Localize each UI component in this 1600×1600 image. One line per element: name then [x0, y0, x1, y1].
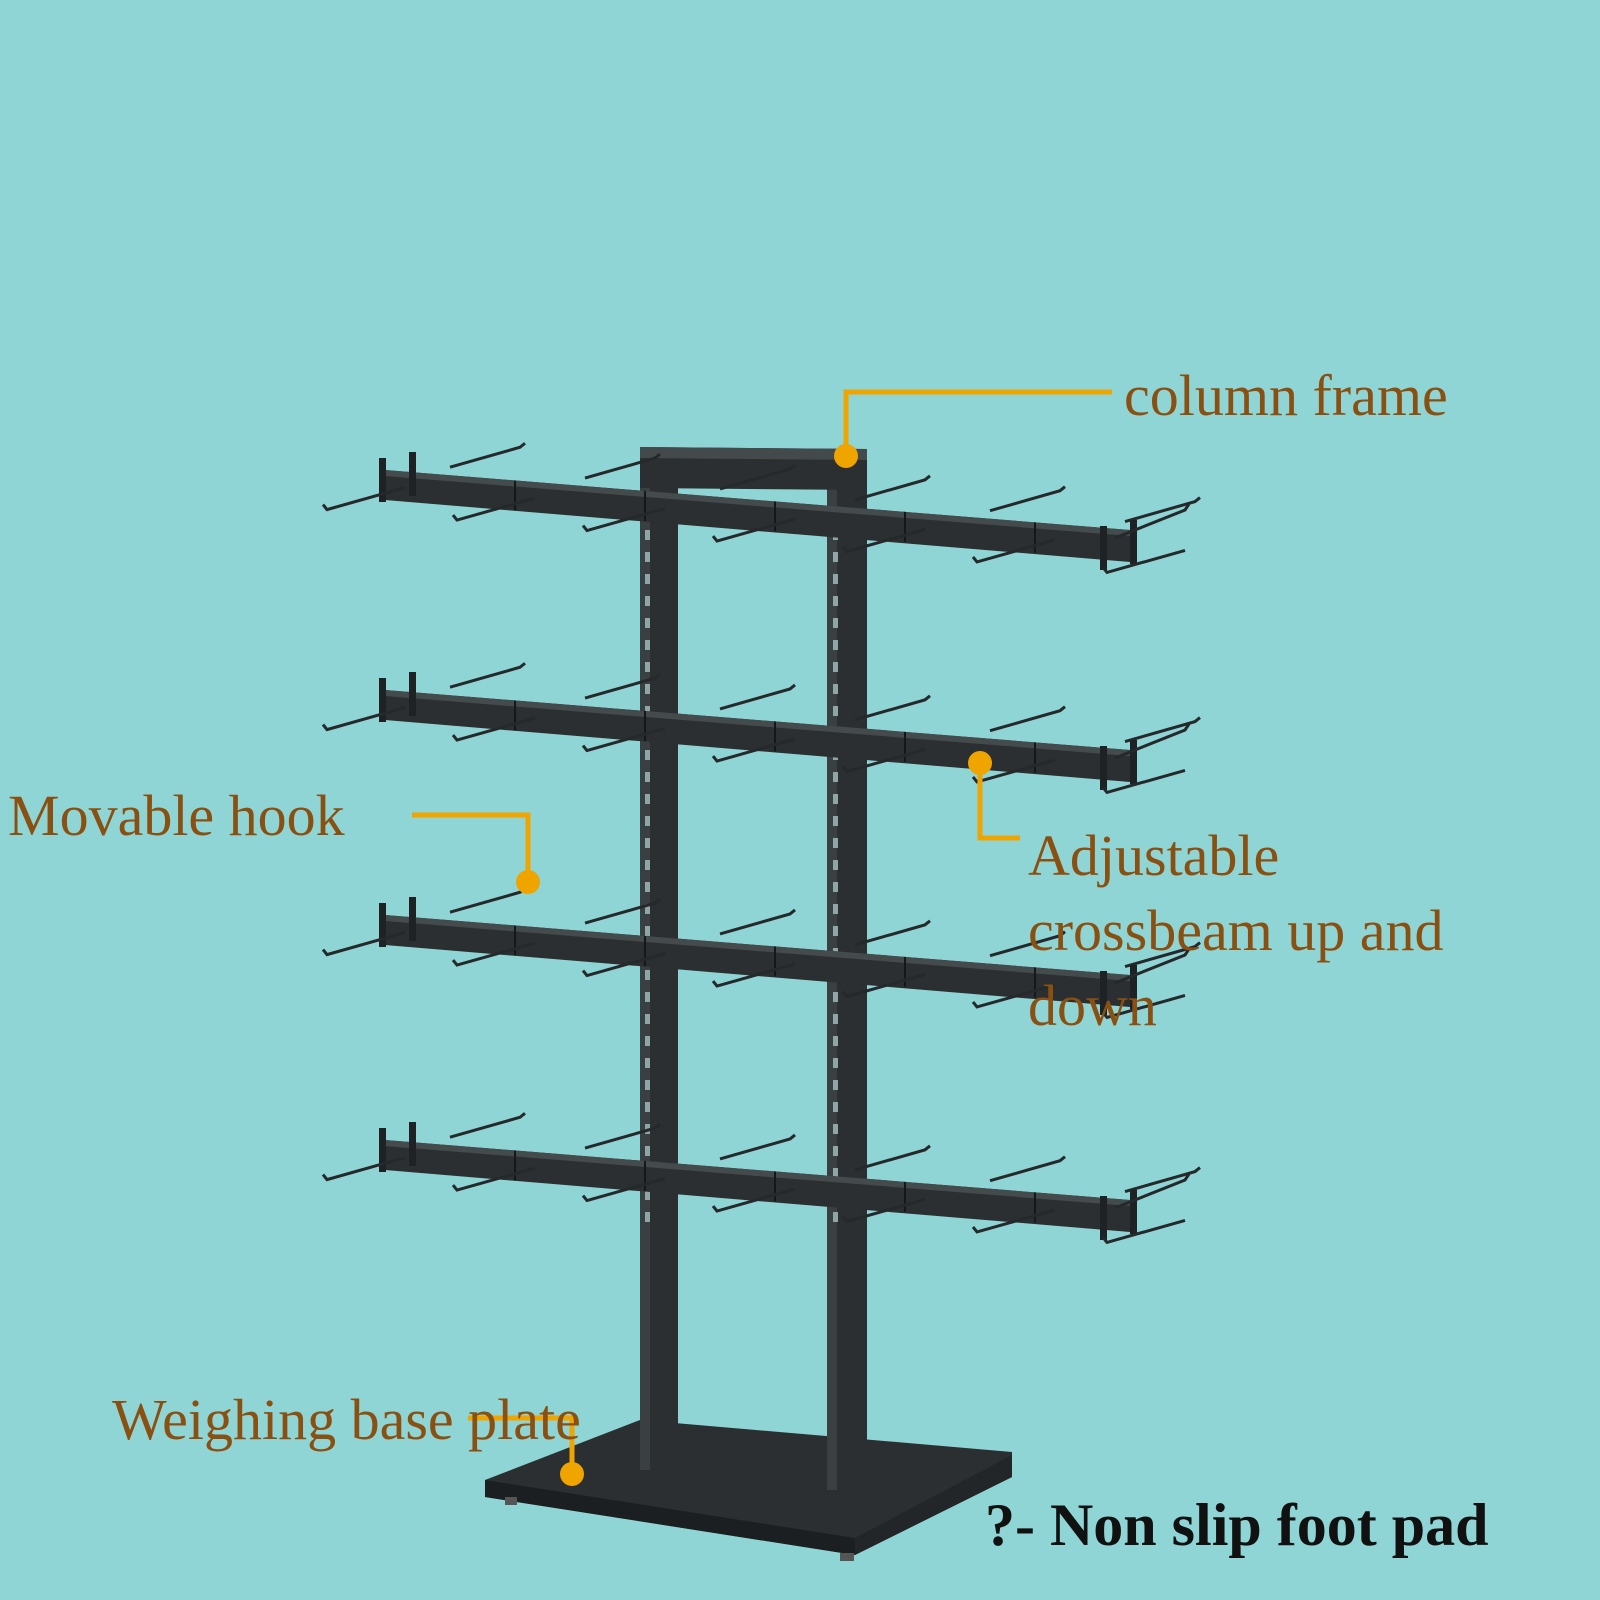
hook [581, 1177, 666, 1203]
hook [449, 1112, 526, 1139]
crossbeam [321, 887, 1201, 1020]
callout-dots [516, 444, 992, 1486]
hook [451, 1166, 536, 1192]
hook [971, 1208, 1056, 1234]
hook [584, 452, 661, 480]
hook [854, 694, 931, 722]
hook [321, 706, 406, 732]
hook [584, 897, 661, 925]
crossbeam [321, 1112, 1201, 1245]
label-movable-hook: Movable hook [8, 783, 345, 848]
hook [711, 737, 796, 763]
hook [1114, 1173, 1191, 1210]
hook [1124, 496, 1201, 524]
hook [1114, 503, 1191, 540]
label-crossbeam-line-1: Adjustable [1028, 823, 1280, 888]
hook [321, 1156, 406, 1182]
hook [854, 1144, 931, 1172]
label-column-frame: column frame [1124, 363, 1448, 428]
hook [449, 662, 526, 689]
hook [971, 758, 1056, 784]
callout-dot-base [560, 1462, 584, 1486]
foot-pad [505, 1497, 517, 1505]
hook [719, 463, 796, 491]
hook [1101, 548, 1186, 575]
hook [711, 517, 796, 543]
hook [321, 486, 406, 512]
hook [584, 1122, 661, 1150]
hook [451, 496, 536, 522]
callout-dot-crossbeam [968, 751, 992, 775]
hook [841, 973, 926, 999]
hook [719, 1133, 796, 1161]
label-non-slip-foot-pad: ?- Non slip foot pad [985, 1492, 1489, 1558]
foot-pad [840, 1553, 854, 1561]
hook [841, 748, 926, 774]
hook [1114, 723, 1191, 760]
hook [971, 538, 1056, 564]
base-plate [485, 1420, 1012, 1561]
hook [971, 983, 1056, 1009]
hook [711, 1187, 796, 1213]
callout-line-hook [412, 812, 531, 880]
crossbeam [321, 662, 1201, 795]
hook [1101, 768, 1186, 795]
hook [581, 727, 666, 753]
hook [581, 507, 666, 533]
callout-line-column [843, 389, 1112, 456]
label-crossbeam-line-3: down [1028, 973, 1157, 1038]
hook [989, 1155, 1066, 1183]
hook [989, 705, 1066, 733]
hook [841, 528, 926, 554]
hook [1124, 941, 1201, 969]
callout-lines [412, 389, 1112, 1472]
hook [1101, 993, 1186, 1020]
hook [584, 672, 661, 700]
hook [719, 683, 796, 711]
hook [1124, 1166, 1201, 1194]
callout-dot-column [834, 444, 858, 468]
hook [321, 931, 406, 957]
hook [854, 919, 931, 947]
callout-line-crossbeam [977, 763, 1020, 841]
hook [989, 930, 1066, 958]
hook [581, 952, 666, 978]
hook [451, 941, 536, 967]
hook [1124, 716, 1201, 744]
hook [989, 485, 1066, 513]
hook [841, 1198, 926, 1224]
hook [1114, 948, 1191, 985]
hook [1101, 1218, 1186, 1245]
callout-dot-hook [516, 870, 540, 894]
label-crossbeam-line-2: crossbeam up and [1028, 898, 1444, 963]
label-weighing-base-plate: Weighing base plate [112, 1387, 581, 1452]
label-adjustable-crossbeam: Adjustable crossbeam up and down [1028, 818, 1444, 1043]
callout-line-base [468, 1415, 575, 1472]
crossbeam [321, 442, 1201, 575]
hook [451, 716, 536, 742]
hook [449, 887, 526, 914]
hook [711, 962, 796, 988]
hook [854, 474, 931, 502]
hook [719, 908, 796, 936]
hook [449, 442, 526, 469]
